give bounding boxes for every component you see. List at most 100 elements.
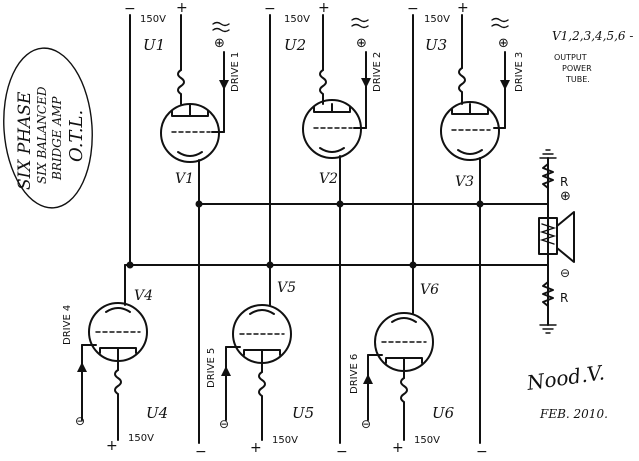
minus-sign: −	[407, 1, 419, 17]
resistor-bottom	[542, 281, 554, 307]
plus-sign: +	[457, 0, 469, 16]
output-note-power: POWER	[562, 64, 592, 73]
supply-rails	[129, 14, 481, 444]
heater-filament	[319, 69, 327, 105]
supply-voltage: 150V	[140, 14, 166, 25]
plus-sign: +	[250, 440, 262, 456]
minus-sign: −	[336, 444, 348, 460]
drive-arrow	[500, 80, 510, 90]
drive-arrow	[363, 374, 373, 384]
title-line-1: SIX PHASE	[15, 91, 35, 190]
drive-arrow	[221, 366, 231, 376]
tube-label: V2	[319, 171, 338, 187]
heater-filament	[177, 69, 185, 105]
drive-arrow	[77, 362, 87, 372]
output-network: R ⊕ ⊖ R	[538, 149, 575, 334]
tube-cathode	[249, 309, 275, 315]
plus-sign: +	[392, 440, 404, 456]
ground-symbol	[539, 324, 557, 334]
tube-envelope	[440, 101, 500, 161]
ground-symbol	[212, 21, 230, 33]
tube-anode	[243, 349, 281, 356]
ground-symbol	[539, 149, 557, 159]
resistor-label: R	[560, 291, 568, 305]
supply-voltage: 150V	[272, 435, 298, 446]
tube-label: V6	[420, 282, 439, 298]
drive-label: DRIVE 2	[372, 52, 383, 92]
minus-sign: −	[476, 444, 488, 460]
heater-filament	[458, 67, 466, 105]
plus-sign: +	[106, 438, 118, 454]
plus-terminal-icon: ⊕	[560, 189, 571, 204]
ground-symbol	[491, 17, 509, 29]
minus-sign: −	[195, 444, 207, 460]
supply-voltage: 150V	[424, 14, 450, 25]
tube-anode	[99, 347, 137, 354]
supply-label: U4	[146, 404, 168, 422]
lower-stage-5: V5 DRIVE 5 ⊖ + 150V U5 −	[206, 264, 348, 460]
drive-label: DRIVE 5	[206, 348, 217, 388]
tube-label: V5	[277, 280, 296, 296]
output-note: V1,2,3,4,5,6 - OUTPUT POWER TUBE.	[552, 29, 633, 84]
supply-voltage: 150V	[414, 435, 440, 446]
heater-filament	[114, 369, 122, 441]
ground-icon: ⊖	[219, 417, 229, 431]
drive-arrow	[361, 78, 371, 88]
upper-stage-2: − 150V + U2 ⊕ DRIVE 2 V2	[264, 0, 383, 205]
tube-label: V1	[175, 171, 194, 187]
tube-cathode	[177, 151, 203, 157]
ground-icon: ⊕	[498, 36, 509, 51]
resistor-top	[542, 163, 554, 189]
title-line-4: O.T.L.	[66, 110, 87, 162]
ground-icon: ⊖	[75, 414, 85, 428]
ground-symbol	[351, 17, 369, 29]
heater-filament	[258, 371, 266, 441]
drive-arrow	[219, 80, 229, 90]
speaker-cone-icon	[556, 211, 575, 263]
plus-sign: +	[176, 0, 188, 16]
lower-stage-4: V4 DRIVE 4 ⊖ + 150V U4 −	[62, 264, 207, 460]
drive-label: DRIVE 6	[349, 354, 360, 394]
tube-label: V4	[134, 288, 153, 304]
minus-sign: −	[124, 1, 136, 17]
tube-cathode	[319, 147, 345, 153]
ground-icon: ⊕	[214, 36, 225, 51]
output-note-tube: TUBE.	[565, 75, 590, 84]
minus-terminal-icon: ⊖	[560, 266, 570, 280]
tube-envelope	[302, 99, 362, 159]
minus-sign: −	[264, 1, 276, 17]
drive-label: DRIVE 3	[514, 52, 525, 92]
signature: Nood.V.	[524, 360, 606, 395]
supply-voltage: 150V	[284, 14, 310, 25]
supply-label: U6	[432, 404, 455, 422]
supply-voltage: 150V	[128, 433, 154, 444]
upper-stage-3: − 150V + U3 ⊕ DRIVE 3 V3	[407, 0, 525, 205]
ground-icon: ⊖	[361, 417, 371, 431]
date: FEB. 2010.	[539, 407, 608, 421]
junction-dot	[126, 261, 134, 269]
output-note-tubes: V1,2,3,4,5,6 -	[552, 29, 633, 43]
output-note-output: OUTPUT	[554, 53, 587, 62]
supply-label: U3	[425, 36, 447, 54]
tube-cathode	[105, 307, 131, 313]
tube-label: V3	[455, 174, 474, 190]
upper-stage-1: − 150V + U1 ⊕ DRIVE 1 V1	[124, 0, 241, 205]
tube-cathode	[457, 149, 483, 155]
supply-label: U2	[284, 36, 306, 54]
tube-anode	[313, 106, 351, 113]
drive-label: DRIVE 4	[62, 305, 73, 345]
tube-anode	[385, 357, 423, 364]
junction-dots	[126, 200, 484, 269]
title-line-3: BRIDGE AMP	[50, 96, 64, 181]
tube-anode	[451, 108, 489, 115]
plus-sign: +	[318, 0, 330, 16]
drive-label: DRIVE 1	[230, 52, 241, 92]
title-line-2: SIX BALANCED	[35, 86, 49, 184]
supply-label: U5	[292, 404, 314, 422]
signature-block: Nood.V. FEB. 2010.	[524, 360, 608, 421]
ground-icon: ⊕	[356, 36, 367, 51]
tube-anode	[171, 110, 209, 117]
tube-cathode	[391, 317, 417, 323]
heater-filament	[400, 377, 408, 441]
